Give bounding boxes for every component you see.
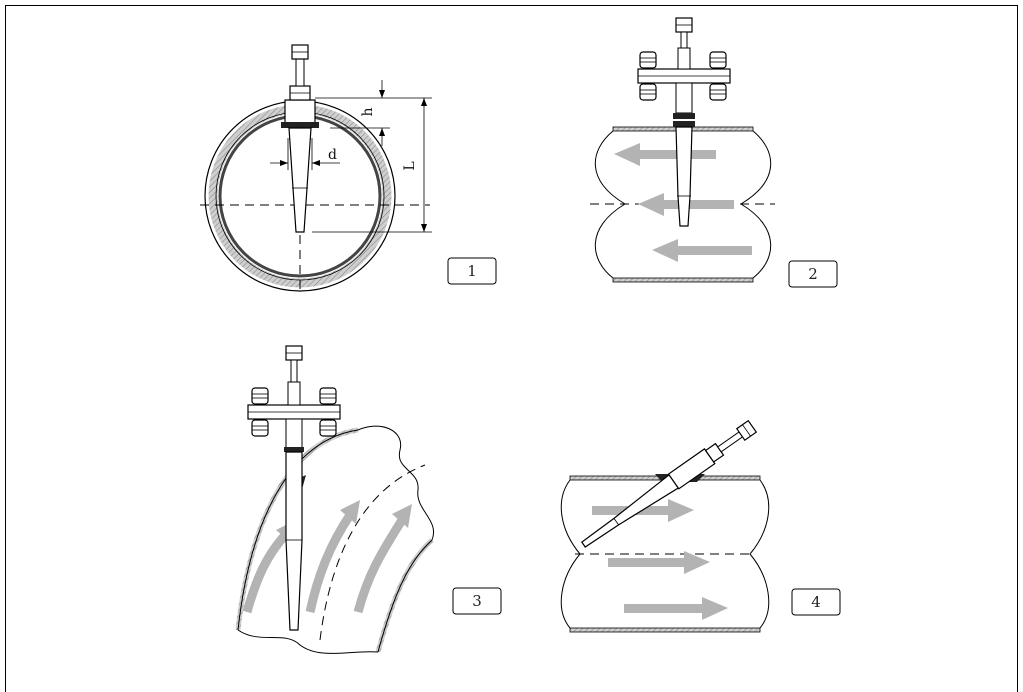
dimension-l-label: L [402, 161, 418, 170]
panel-2-label-box: 2 [788, 260, 838, 288]
figure-frame [5, 5, 1018, 692]
dimension-h-label: h [360, 107, 376, 116]
panel-4-inclined-view [560, 419, 770, 633]
dimension-d-label: d [328, 147, 337, 163]
panel-4-number: 4 [811, 593, 821, 611]
panel-2-number: 2 [808, 265, 818, 283]
panel-3-elbow-view [235, 345, 435, 654]
panel-3-label-box: 3 [452, 587, 502, 615]
panel-4-label-box: 4 [791, 588, 841, 616]
panel-2-side-view [590, 17, 775, 283]
panel-1-number: 1 [467, 262, 477, 280]
panel-3-number: 3 [472, 592, 482, 610]
panel-1-label-box: 1 [447, 257, 497, 285]
panel-1-cross-section: h L d [200, 44, 432, 292]
